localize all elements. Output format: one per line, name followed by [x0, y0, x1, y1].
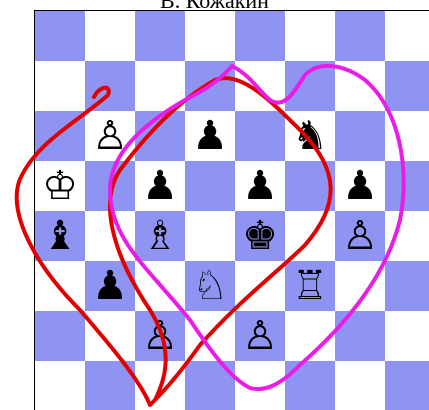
black-pawn-icon[interactable]: ♟ [242, 161, 278, 211]
white-pawn-icon[interactable]: ♙ [242, 311, 278, 361]
square-g1[interactable] [335, 361, 385, 410]
square-c1[interactable] [135, 361, 185, 410]
square-c2[interactable]: ♙ [135, 311, 185, 361]
square-h5[interactable] [385, 161, 429, 211]
square-c4[interactable]: ♗ [135, 211, 185, 261]
white-pawn-icon[interactable]: ♙ [92, 111, 128, 161]
square-f7[interactable] [285, 61, 335, 111]
square-c3[interactable] [135, 261, 185, 311]
square-b6[interactable]: ♙ [85, 111, 135, 161]
black-pawn-icon[interactable]: ♟ [142, 161, 178, 211]
square-f5[interactable] [285, 161, 335, 211]
white-king-icon[interactable]: ♔ [42, 161, 78, 211]
white-pawn-icon[interactable]: ♙ [342, 211, 378, 261]
square-c5[interactable]: ♟ [135, 161, 185, 211]
black-pawn-icon[interactable]: ♟ [192, 111, 228, 161]
square-f6[interactable]: ♞ [285, 111, 335, 161]
square-f8[interactable] [285, 11, 335, 61]
square-h1[interactable] [385, 361, 429, 410]
square-h7[interactable] [385, 61, 429, 111]
square-h2[interactable] [385, 311, 429, 361]
black-bishop-icon[interactable]: ♝ [42, 211, 78, 261]
square-a8[interactable] [35, 11, 85, 61]
square-f2[interactable] [285, 311, 335, 361]
square-d8[interactable] [185, 11, 235, 61]
square-b7[interactable] [85, 61, 135, 111]
square-b1[interactable] [85, 361, 135, 410]
square-b4[interactable] [85, 211, 135, 261]
square-f1[interactable] [285, 361, 335, 410]
square-e4[interactable]: ♚ [235, 211, 285, 261]
square-d5[interactable] [185, 161, 235, 211]
square-d4[interactable] [185, 211, 235, 261]
square-h8[interactable] [385, 11, 429, 61]
square-g8[interactable] [335, 11, 385, 61]
square-c7[interactable] [135, 61, 185, 111]
black-pawn-icon[interactable]: ♟ [92, 261, 128, 311]
square-g3[interactable] [335, 261, 385, 311]
square-b5[interactable] [85, 161, 135, 211]
black-knight-icon[interactable]: ♞ [292, 111, 328, 161]
white-bishop-icon[interactable]: ♗ [142, 211, 178, 261]
black-pawn-icon[interactable]: ♟ [342, 161, 378, 211]
square-a6[interactable] [35, 111, 85, 161]
square-d1[interactable] [185, 361, 235, 410]
square-g4[interactable]: ♙ [335, 211, 385, 261]
square-b3[interactable]: ♟ [85, 261, 135, 311]
square-d6[interactable]: ♟ [185, 111, 235, 161]
chess-board: ♙♟♞♔♟♟♟♝♗♚♙♟♘♖♙♙ [34, 10, 429, 410]
square-h6[interactable] [385, 111, 429, 161]
white-rook-icon[interactable]: ♖ [292, 261, 328, 311]
square-c8[interactable] [135, 11, 185, 61]
square-h3[interactable] [385, 261, 429, 311]
square-f3[interactable]: ♖ [285, 261, 335, 311]
square-e3[interactable] [235, 261, 285, 311]
square-d3[interactable]: ♘ [185, 261, 235, 311]
square-e5[interactable]: ♟ [235, 161, 285, 211]
square-f4[interactable] [285, 211, 335, 261]
square-e1[interactable] [235, 361, 285, 410]
square-a1[interactable] [35, 361, 85, 410]
white-knight-icon[interactable]: ♘ [192, 261, 228, 311]
square-e2[interactable]: ♙ [235, 311, 285, 361]
square-b8[interactable] [85, 11, 135, 61]
square-e8[interactable] [235, 11, 285, 61]
square-g7[interactable] [335, 61, 385, 111]
black-king-icon[interactable]: ♚ [242, 211, 278, 261]
square-a4[interactable]: ♝ [35, 211, 85, 261]
square-a2[interactable] [35, 311, 85, 361]
square-g2[interactable] [335, 311, 385, 361]
square-d7[interactable] [185, 61, 235, 111]
square-e7[interactable] [235, 61, 285, 111]
square-a3[interactable] [35, 261, 85, 311]
square-e6[interactable] [235, 111, 285, 161]
square-b2[interactable] [85, 311, 135, 361]
square-a7[interactable] [35, 61, 85, 111]
white-pawn-icon[interactable]: ♙ [142, 311, 178, 361]
square-c6[interactable] [135, 111, 185, 161]
square-a5[interactable]: ♔ [35, 161, 85, 211]
square-g5[interactable]: ♟ [335, 161, 385, 211]
square-d2[interactable] [185, 311, 235, 361]
square-h4[interactable] [385, 211, 429, 261]
square-g6[interactable] [335, 111, 385, 161]
